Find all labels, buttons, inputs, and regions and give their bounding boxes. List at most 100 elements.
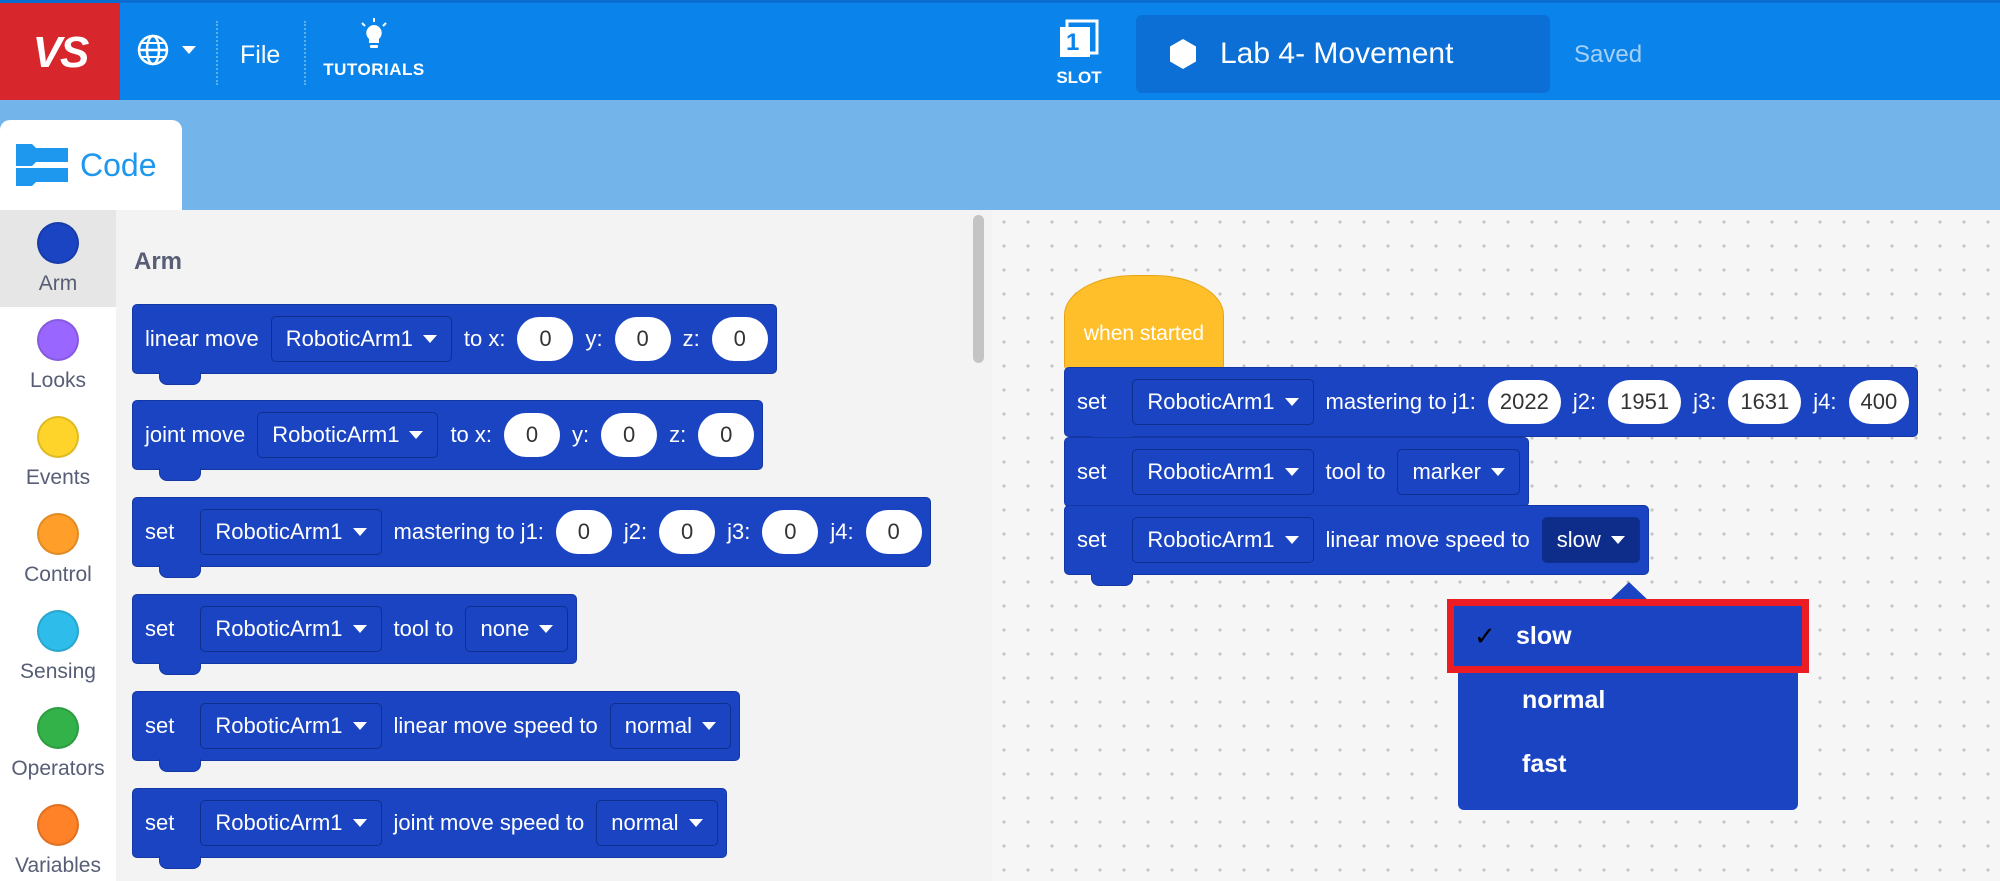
category-label: Sensing [20,659,96,683]
tutorials-button[interactable]: TUTORIALS [322,17,426,80]
category-label: Events [25,465,91,489]
arm-dropdown[interactable]: RoboticArm1 [200,509,382,555]
j2-input[interactable]: 0 [659,510,716,554]
category-looks[interactable]: Looks [0,307,116,404]
category-arm[interactable]: Arm [0,210,116,307]
category-label: Arm [38,271,78,295]
chevron-down-icon [409,431,424,439]
category-label: Variables [15,853,101,877]
j3-input[interactable]: 0 [762,510,819,554]
category-dot-icon [37,706,79,749]
workspace-set-linear-speed-block[interactable]: set RoboticArm1 linear move speed to slo… [1064,505,1649,586]
slot-number: 1 [1066,29,1080,56]
tool-dropdown[interactable]: none [465,606,569,652]
j4-input[interactable]: 0 [865,510,922,554]
z-input[interactable]: 0 [711,317,768,361]
chevron-down-icon [1490,468,1505,476]
speed-option-fast[interactable]: fast [1522,749,1567,778]
tab-strip: Code [0,100,2000,210]
category-operators[interactable]: Operators [0,695,116,792]
category-label: Operators [11,756,105,780]
chevron-down-icon [352,625,367,633]
top-bar: VS File TUTORIALS 1 SLOT [0,0,2000,103]
j4-input[interactable]: 400 [1848,380,1910,424]
set-joint-speed-block[interactable]: set RoboticArm1 joint move speed to norm… [132,788,727,869]
checkmark-icon: ✓ [1474,620,1496,651]
arm-dropdown[interactable]: RoboticArm1 [200,800,382,846]
set-mastering-block[interactable]: set RoboticArm1 mastering to j1: 0 j2: 0… [132,497,931,578]
set-linear-speed-block[interactable]: set RoboticArm1 linear move speed to nor… [132,691,740,772]
workspace-set-tool-block[interactable]: set RoboticArm1 tool to marker [1064,437,1529,518]
category-events[interactable]: Events [0,404,116,501]
j1-input[interactable]: 2022 [1487,380,1561,424]
vex-logo[interactable]: VS [0,3,120,103]
set-tool-block[interactable]: set RoboticArm1 tool to none [132,594,578,675]
workspace-set-mastering-block[interactable]: set RoboticArm1 mastering to j1: 2022 j2… [1064,367,1919,448]
palette-title: Arm [134,248,183,275]
chevron-down-icon [688,819,703,827]
arm-dropdown[interactable]: RoboticArm1 [1132,517,1314,563]
category-dot-icon [37,609,79,652]
category-sensing[interactable]: Sensing [0,598,116,695]
linear-move-block[interactable]: linear move RoboticArm1 to x: 0 y: 0 z: … [132,304,777,385]
x-input[interactable]: 0 [517,317,574,361]
tab-code[interactable]: Code [0,120,182,210]
arm-dropdown[interactable]: RoboticArm1 [1132,379,1314,425]
slot-selector[interactable]: 1 SLOT [1052,19,1106,88]
chevron-down-icon [352,819,367,827]
chevron-down-icon [1284,398,1299,406]
language-menu-button[interactable] [136,33,196,67]
j2-input[interactable]: 1951 [1608,380,1682,424]
z-input[interactable]: 0 [698,413,755,457]
speed-dropdown[interactable]: normal [596,800,718,846]
dropdown-pointer [1608,582,1650,602]
divider [216,21,218,85]
project-name: Lab 4- Movement [1220,37,1454,70]
code-blocks-icon [16,144,68,186]
speed-option-slow[interactable]: ✓ slow [1447,599,1809,673]
divider [304,21,306,85]
chevron-down-icon [422,335,437,343]
arm-dropdown[interactable]: RoboticArm1 [257,412,439,458]
category-label: Looks [29,368,87,392]
category-dot-icon [37,221,79,264]
chevron-down-icon [182,46,196,54]
category-dot-icon [37,318,79,361]
j3-input[interactable]: 1631 [1728,380,1802,424]
speed-dropdown-menu: ✓ slow normal fast [1447,599,1809,810]
joint-move-block[interactable]: joint move RoboticArm1 to x: 0 y: 0 z: 0 [132,400,764,481]
chevron-down-icon [539,625,554,633]
y-input[interactable]: 0 [614,317,671,361]
file-menu-button[interactable]: File [240,41,281,69]
x-input[interactable]: 0 [504,413,561,457]
j1-input[interactable]: 0 [555,510,612,554]
chevron-down-icon [702,722,716,730]
slot-icon [1060,19,1099,57]
lightbulb-icon [361,18,387,48]
speed-dropdown[interactable]: normal [609,703,731,749]
category-variables[interactable]: Variables [0,792,116,881]
arm-dropdown[interactable]: RoboticArm1 [1132,449,1314,495]
globe-icon [137,34,169,66]
speed-dropdown[interactable]: slow [1541,517,1640,563]
palette-scrollbar[interactable] [973,215,984,363]
chevron-down-icon [1610,536,1625,544]
category-dot-icon [37,415,79,458]
speed-option-normal[interactable]: normal [1522,685,1606,714]
hexagon-icon [1170,39,1196,69]
category-dot-icon [37,803,79,846]
category-control[interactable]: Control [0,501,116,598]
when-started-block[interactable]: when started [1064,275,1224,371]
chevron-down-icon [1284,468,1299,476]
arm-dropdown[interactable]: RoboticArm1 [200,703,382,749]
tool-dropdown[interactable]: marker [1397,449,1520,495]
arm-dropdown[interactable]: RoboticArm1 [270,316,452,362]
project-name-field[interactable]: Lab 4- Movement [1136,15,1550,93]
category-label: Control [24,562,92,586]
chevron-down-icon [352,722,367,730]
arm-dropdown[interactable]: RoboticArm1 [200,606,382,652]
y-input[interactable]: 0 [601,413,658,457]
chevron-down-icon [1284,536,1299,544]
save-status: Saved [1574,41,1643,68]
